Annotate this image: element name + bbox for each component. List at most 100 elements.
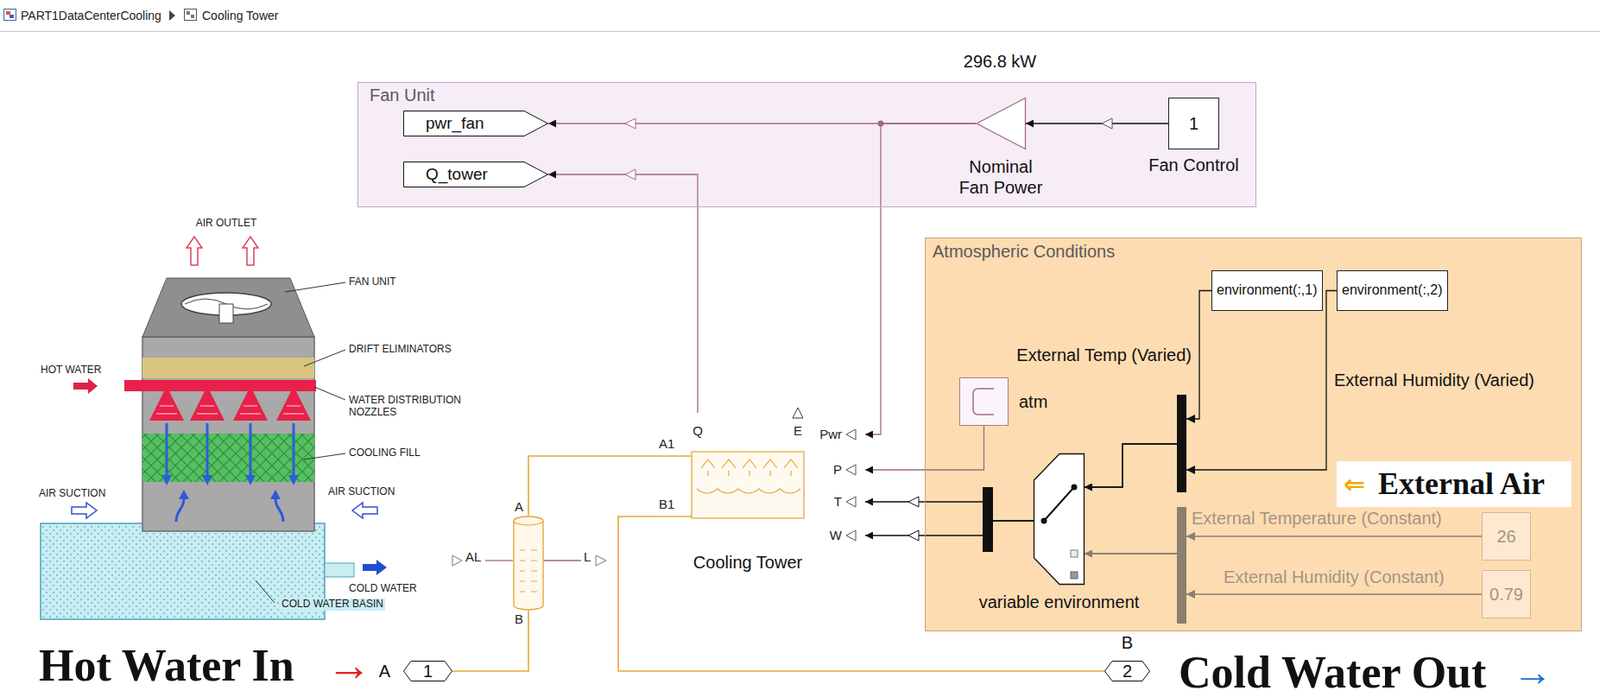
signal-line: [865, 123, 976, 435]
callout-title: External Air: [1378, 466, 1545, 502]
block-symbols: [1186, 589, 1196, 599]
tank-ports: [452, 555, 462, 566]
block-symbols: [1101, 118, 1113, 129]
block-symbols: [982, 486, 993, 552]
workspace-block: environment(:,1): [1211, 270, 1323, 311]
cooling-tower-illustration: [352, 502, 378, 519]
cooling-tower-illustration: [142, 433, 315, 482]
cooling-tower-illustration: [161, 474, 172, 486]
signal-line: [865, 501, 1034, 521]
reference-block-shape: [973, 388, 994, 415]
port-name: A: [379, 661, 391, 682]
illustration-label: AIR OUTLET: [196, 217, 258, 230]
cooling-tower-illustration: [202, 474, 213, 486]
illustration-label: WATER DISTRIBUTION NOZZLES: [348, 394, 496, 419]
breadcrumb-bar: [6, 11, 11, 15]
port-label: AL: [465, 549, 481, 564]
cooling-tower-illustration: [71, 502, 97, 519]
reservoir-block-shape: [513, 520, 544, 525]
illustration-label: COLD WATER BASIN: [279, 598, 386, 611]
block-name: variable environment: [979, 592, 1140, 613]
breadcrumb-bar: [0, 9, 1600, 32]
cooling-tower-illustration: [362, 559, 387, 576]
goto-tag-shape: [404, 162, 549, 188]
breadcrumb-bar: [190, 14, 195, 19]
physical-connection: [528, 455, 657, 516]
signal-line: [1084, 553, 1482, 595]
workspace-block: environment(:,2): [1336, 270, 1449, 311]
cooling-tower-block-shape: [656, 455, 692, 457]
block-symbols: [1336, 461, 1572, 507]
reservoir-block-shape: [513, 516, 544, 610]
breadcrumb-bar: [169, 10, 176, 21]
connection-port-shape: [1105, 661, 1151, 682]
subsystem-panel: Fan Unit pwr_fanQ_tower Nominal Fan Power 1…: [357, 82, 1257, 208]
goto-tag-shape: [404, 111, 549, 137]
breadcrumb-bar: [186, 11, 190, 15]
illustration-label: AIR SUCTION: [38, 487, 106, 500]
port-name: B: [1121, 632, 1133, 653]
cooling-tower-illustration: [219, 303, 234, 323]
block-expression: environment(:,2): [1341, 282, 1443, 298]
cooling-tower-illustration: [186, 236, 203, 266]
gain-block-shape: [976, 98, 1026, 150]
signal-line: [1084, 536, 1482, 554]
block-value: 1: [1188, 113, 1199, 134]
panel-title: Atmospheric Conditions: [932, 241, 1115, 262]
cooling-tower-illustration: [270, 489, 281, 500]
breadcrumb-bar: [0, 31, 1600, 32]
physical-connection: [452, 610, 529, 671]
tag-name: Q_tower: [425, 164, 488, 184]
cooling-tower-illustration: [142, 357, 315, 379]
cooling-tower-illustration: [288, 474, 299, 486]
block-symbols: [625, 118, 636, 129]
signal-label: External Humidity (Varied): [1334, 370, 1535, 391]
port-label: Pwr: [819, 426, 842, 442]
cooling-tower-illustration: [178, 489, 190, 500]
cooling-tower-illustration: [142, 278, 315, 337]
cooling-tower-block-shape: [846, 464, 856, 475]
cooling-tower-block-shape: [691, 451, 804, 519]
cooling-tower-illustration: [166, 423, 294, 477]
illustration-label: COLD WATER: [348, 582, 418, 595]
illustration-label: AIR SUCTION: [328, 486, 395, 499]
block-name: Nominal Fan Power: [955, 156, 1047, 198]
cooling-tower-illustration: [255, 282, 346, 603]
panel-fill: [357, 82, 1257, 208]
block-symbols: [1176, 506, 1187, 624]
block-value: 0.79: [1489, 584, 1524, 605]
block-symbols: [1186, 531, 1196, 541]
panel-fill: [357, 82, 1582, 632]
tank-ports: [543, 559, 582, 561]
cooling-tower-illustration: [73, 378, 98, 394]
block-symbols: [908, 530, 919, 541]
flow-arrow: →: [1512, 650, 1553, 696]
switch-block-shape: [1070, 550, 1078, 557]
cooling-tower-illustration: [275, 498, 284, 522]
display-value: 296.8 kW: [963, 51, 1037, 72]
block-symbols: [792, 407, 804, 418]
cooling-tower-block-shape: [846, 530, 856, 541]
disabled-constant-block: 0.79: [1481, 569, 1531, 619]
tag-name: pwr_fan: [425, 113, 485, 133]
signal-line: [1084, 290, 1337, 488]
port-label: A1: [658, 436, 675, 451]
block-expression: environment(:,1): [1216, 282, 1318, 298]
illustration-label: DRIFT ELIMINATORS: [348, 343, 452, 356]
reference-block: atm: [959, 377, 1009, 426]
switch-block-shape: [1071, 484, 1078, 491]
flow-title: Cold Water Out: [1178, 646, 1487, 697]
goto-tag: Q_tower: [403, 161, 549, 188]
connection-port: A1: [403, 660, 453, 682]
panel-title: Fan Unit: [369, 85, 436, 106]
tank-ports: [485, 559, 513, 561]
port-label: L: [583, 549, 591, 564]
flow-arrow: →: [326, 639, 372, 692]
panel-fill: [924, 237, 1582, 632]
cooling-tower-block-shape: [846, 496, 856, 507]
block-symbols: [908, 496, 919, 507]
